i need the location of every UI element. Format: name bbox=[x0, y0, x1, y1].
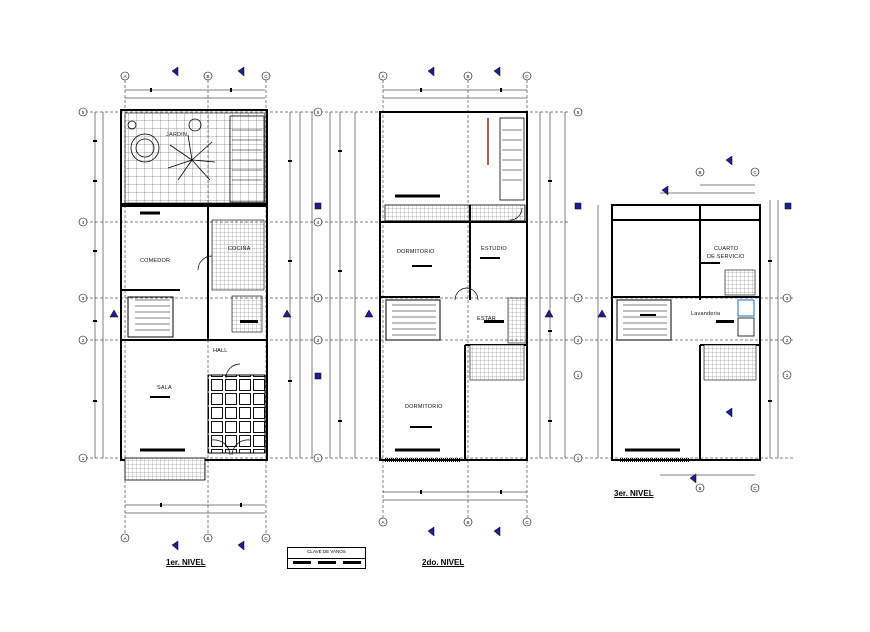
svg-text:5: 5 bbox=[577, 110, 580, 115]
level-3-plan bbox=[611, 204, 761, 462]
svg-text:C: C bbox=[753, 170, 757, 175]
svg-text:3: 3 bbox=[786, 296, 789, 301]
level-2-title: 2do. NIVEL bbox=[422, 558, 465, 567]
room-label-de-servicio: DE SERVICIO bbox=[707, 254, 745, 260]
section-markers bbox=[109, 66, 792, 551]
level-2-plan bbox=[379, 111, 528, 462]
svg-text:B: B bbox=[206, 74, 209, 79]
dimension-lines bbox=[85, 80, 795, 540]
openings-legend: CLAVE DE VANOS bbox=[287, 547, 366, 569]
svg-text:5: 5 bbox=[317, 110, 320, 115]
svg-text:C: C bbox=[525, 74, 529, 79]
room-label-hall: HALL bbox=[213, 348, 228, 354]
svg-text:C: C bbox=[264, 536, 268, 541]
wall-hatches bbox=[150, 257, 734, 428]
room-label-sala: SALA bbox=[157, 385, 172, 391]
level-1-title: 1er. NIVEL bbox=[166, 558, 206, 567]
svg-text:A: A bbox=[123, 536, 126, 541]
room-label-dormitorio-lower: DORMITORIO bbox=[405, 404, 443, 410]
room-label-estudio: ESTUDIO bbox=[481, 246, 507, 252]
legend-symbol-3 bbox=[343, 561, 361, 564]
svg-text:2: 2 bbox=[786, 338, 789, 343]
svg-text:1: 1 bbox=[577, 373, 580, 378]
svg-text:C: C bbox=[264, 74, 268, 79]
svg-text:B: B bbox=[206, 536, 209, 541]
legend-symbol-1 bbox=[293, 561, 311, 564]
svg-text:2: 2 bbox=[82, 338, 85, 343]
room-label-lavanderia: Lavanderia bbox=[691, 311, 721, 317]
room-label-estar: ESTAR bbox=[477, 316, 496, 322]
svg-text:A: A bbox=[381, 74, 384, 79]
legend-title: CLAVE DE VANOS bbox=[307, 549, 346, 554]
svg-text:3: 3 bbox=[577, 296, 580, 301]
svg-text:4: 4 bbox=[317, 220, 320, 225]
level-3-title: 3er. NIVEL bbox=[614, 489, 654, 498]
svg-text:1: 1 bbox=[577, 456, 580, 461]
svg-text:2: 2 bbox=[317, 338, 320, 343]
svg-text:3: 3 bbox=[82, 296, 85, 301]
room-label-comedor: COMEDOR bbox=[140, 258, 171, 264]
svg-text:A: A bbox=[123, 74, 126, 79]
svg-text:C: C bbox=[525, 520, 529, 525]
svg-text:1: 1 bbox=[82, 456, 85, 461]
level-1-plan bbox=[120, 109, 268, 481]
svg-text:2: 2 bbox=[577, 338, 580, 343]
svg-text:1: 1 bbox=[786, 373, 789, 378]
legend-divider bbox=[288, 558, 365, 559]
room-label-dormitorio-upper: DORMITORIO bbox=[397, 249, 435, 255]
svg-text:A: A bbox=[381, 520, 384, 525]
room-label-cocina: COCINA bbox=[228, 246, 251, 252]
svg-text:4: 4 bbox=[82, 220, 85, 225]
room-label-jardin: JARDIN bbox=[166, 132, 188, 138]
svg-text:B: B bbox=[698, 170, 701, 175]
dimension-ticks bbox=[93, 88, 772, 507]
svg-text:B: B bbox=[698, 486, 701, 491]
svg-text:1: 1 bbox=[317, 456, 320, 461]
axis-bubbles bbox=[78, 71, 792, 543]
svg-text:5: 5 bbox=[82, 110, 85, 115]
room-label-cuarto: CUARTO bbox=[714, 246, 739, 252]
svg-text:B: B bbox=[466, 520, 469, 525]
svg-text:B: B bbox=[466, 74, 469, 79]
svg-text:3: 3 bbox=[317, 296, 320, 301]
legend-symbol-2 bbox=[318, 561, 336, 564]
svg-text:C: C bbox=[753, 486, 757, 491]
